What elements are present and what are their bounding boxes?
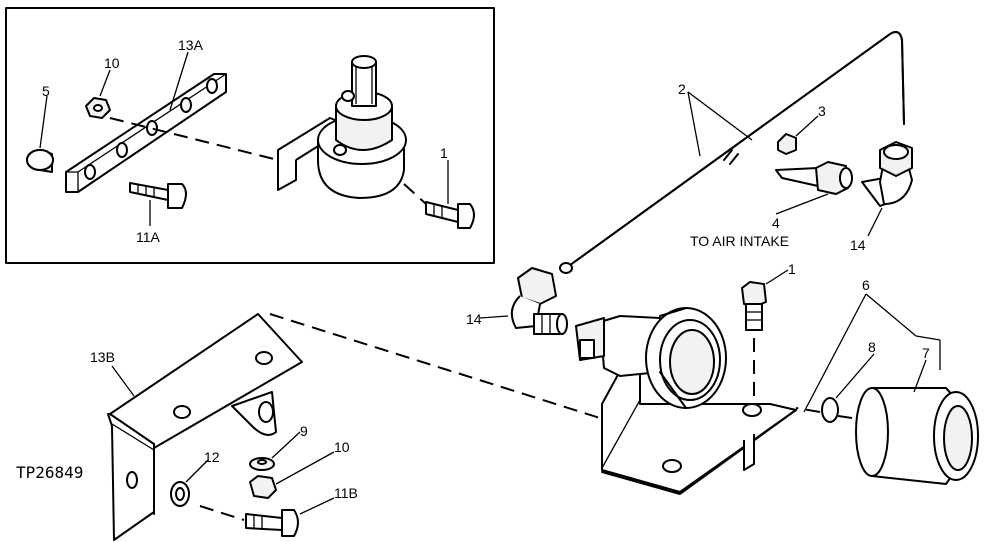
figure-reference: TP26849 [16, 463, 83, 482]
callout-2: 2 [678, 81, 686, 97]
part-14-elbow-right [861, 141, 913, 207]
callout-12: 12 [204, 449, 220, 465]
part-7-cap [855, 387, 979, 485]
part-3-plug [777, 133, 797, 155]
part-8-o-ring [821, 397, 839, 423]
inset-panel: 5 10 13A 1 11A [5, 7, 495, 264]
part-1-bolt-main [741, 281, 767, 331]
part-11a-bolt [129, 182, 187, 209]
part-12-washer [170, 481, 190, 507]
part-13b-bracket [107, 313, 303, 541]
callout-5: 5 [42, 83, 50, 99]
callout-1-inset: 1 [440, 145, 448, 161]
callout-6: 6 [862, 277, 870, 293]
part-11b-bolt [245, 509, 299, 537]
part-10-nut-main [249, 475, 277, 499]
callout-14-left: 14 [466, 311, 482, 327]
callout-13a: 13A [178, 37, 204, 53]
inset-switch-assembly [277, 55, 407, 199]
callout-10-inset: 10 [104, 55, 120, 71]
part-1-bolt-inset [425, 201, 475, 229]
part-4-fitting [775, 161, 853, 195]
callout-11b: 11B [334, 485, 358, 501]
callout-9: 9 [300, 423, 308, 439]
part-14-elbow-left [510, 267, 568, 335]
callout-14-right: 14 [850, 237, 866, 253]
part-2-tube [559, 31, 905, 274]
callout-4: 4 [772, 215, 780, 231]
callout-13b: 13B [90, 349, 115, 365]
callout-11a: 11A [136, 229, 161, 245]
callout-7: 7 [922, 345, 930, 361]
callout-1-main: 1 [788, 261, 796, 277]
part-13a-strap [65, 73, 227, 193]
part-9-lockwasher [249, 457, 275, 471]
callout-3: 3 [818, 103, 826, 119]
part-6-switch-assembly [575, 307, 797, 495]
callout-10-main: 10 [334, 439, 350, 455]
part-5-spacer [26, 149, 54, 173]
part-10-nut [85, 97, 111, 119]
callout-8: 8 [868, 339, 876, 355]
annotation-to-air-intake: TO AIR INTAKE [690, 233, 789, 249]
